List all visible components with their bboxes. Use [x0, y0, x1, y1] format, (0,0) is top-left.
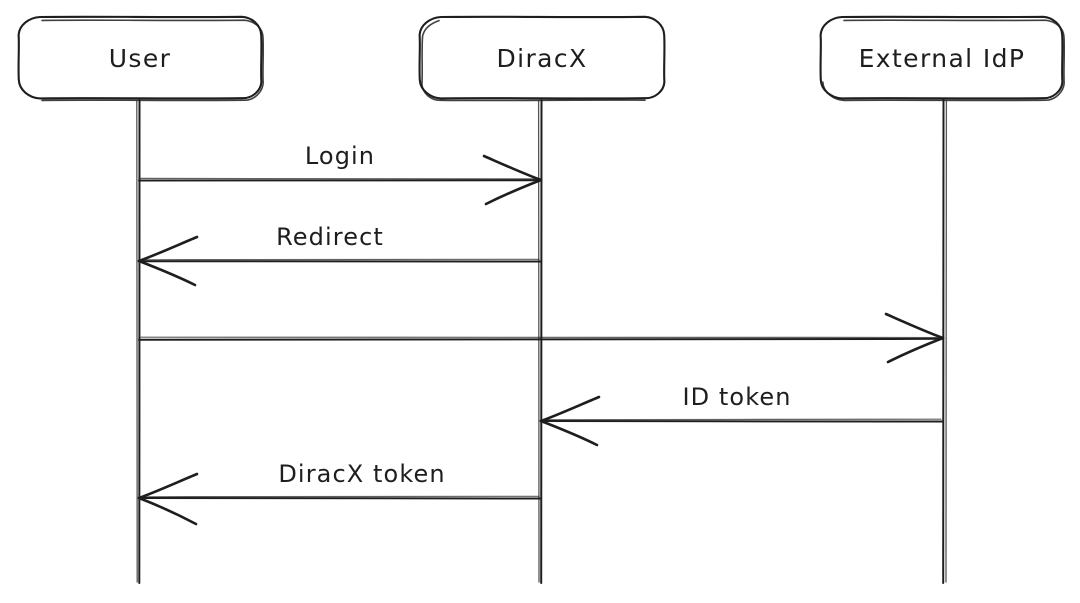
message-id-token[interactable]: ID token [539, 383, 944, 447]
message-label-diracx-token: DiracX token [278, 460, 445, 488]
participant-diracx-label: DiracX [496, 44, 587, 73]
message-label-login: Login [305, 142, 375, 170]
message-diracx-token[interactable]: DiracX token [137, 460, 542, 526]
participant-diracx-fill [421, 17, 663, 98]
message-user-to-idp[interactable] [138, 312, 945, 364]
messages-layer: Login Redirect [137, 142, 945, 526]
message-login[interactable]: Login [138, 142, 543, 206]
participant-external-idp[interactable]: External IdP [819, 15, 1066, 102]
participants-layer: User DiracX External IdP [17, 15, 1066, 102]
message-label-redirect: Redirect [276, 223, 384, 251]
participant-user-fill [20, 17, 260, 98]
message-redirect[interactable]: Redirect [137, 223, 542, 287]
lifeline-diracx [537, 99, 543, 584]
participant-user-label: User [109, 44, 172, 73]
participant-user[interactable]: User [17, 15, 265, 102]
participant-external-idp-label: External IdP [859, 44, 1026, 73]
lifeline-external-idp [942, 99, 948, 584]
lifeline-user [136, 99, 141, 584]
lifelines-layer [136, 99, 948, 584]
message-label-id-token: ID token [682, 383, 791, 411]
participant-external-idp-fill [822, 17, 1061, 98]
participant-diracx[interactable]: DiracX [418, 15, 666, 102]
